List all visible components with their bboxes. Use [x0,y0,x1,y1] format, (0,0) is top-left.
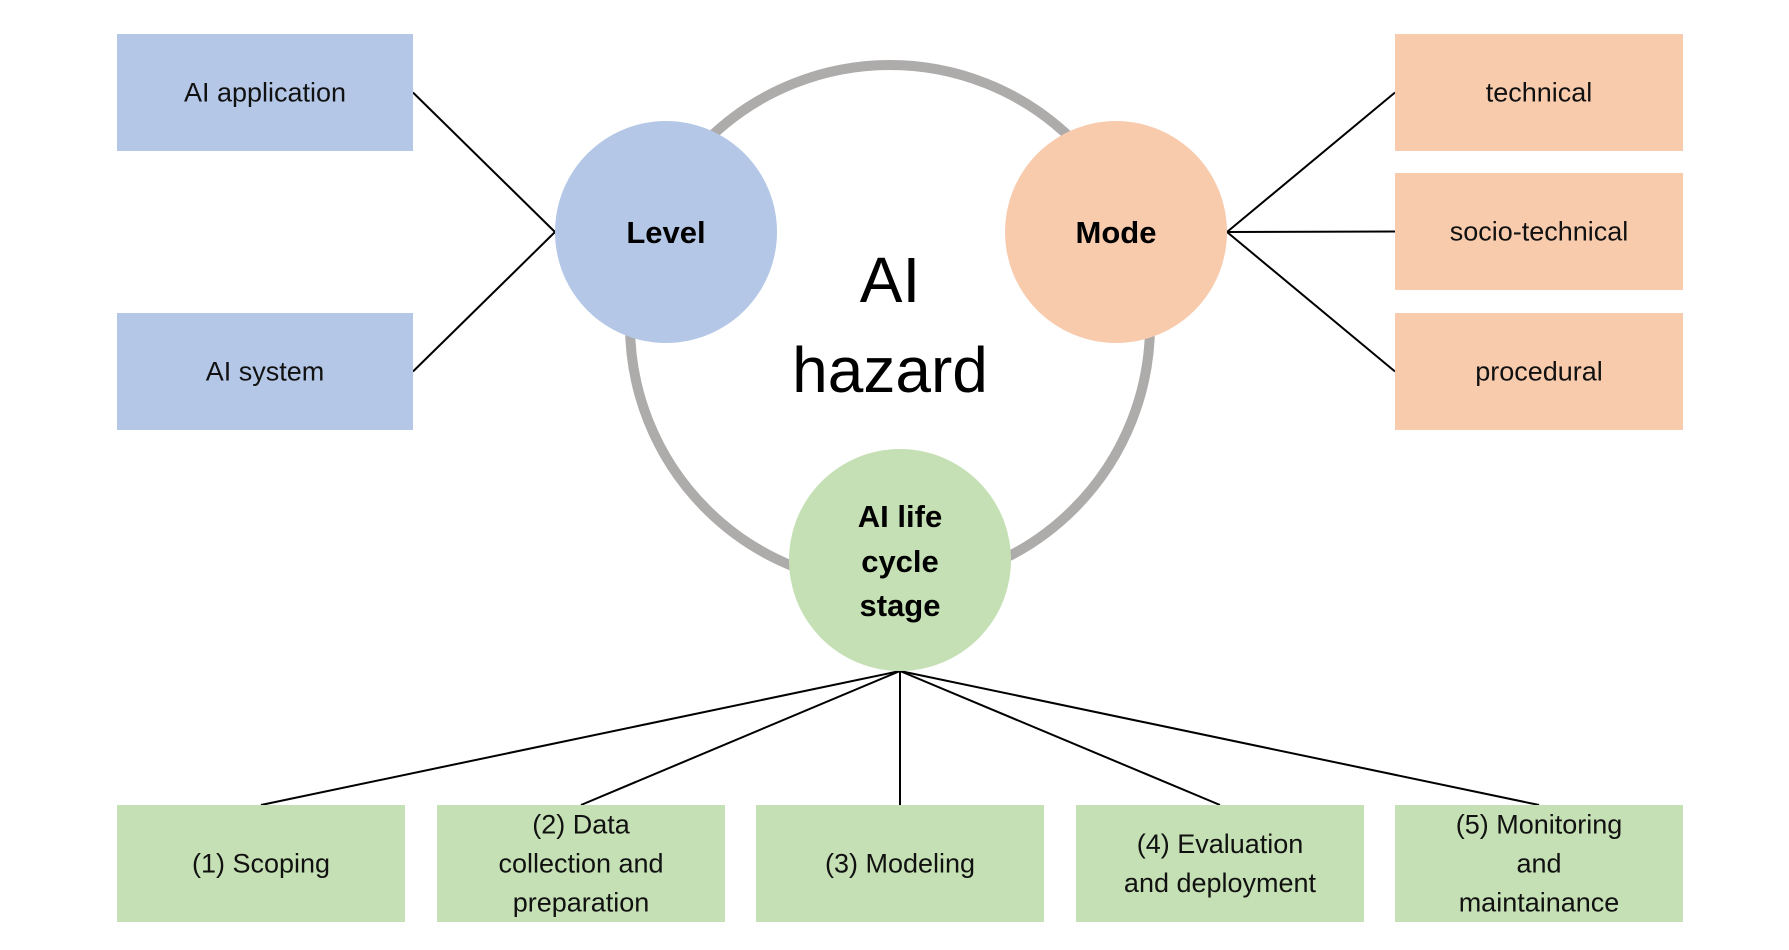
mode-box-1 [1395,34,1683,151]
stage-box-4 [1076,805,1364,922]
stage-box-1-label-line-1: (1) Scoping [192,849,330,879]
center-title-line-2: hazard [792,334,988,406]
stage-box-5-label-line-3: maintainance [1459,888,1620,918]
stage-box-1 [117,805,405,922]
stage-box-5-label-line-1: (5) Monitoring [1456,810,1623,840]
mode-circle [1005,121,1227,343]
level-box-1 [117,34,413,151]
level-connector-2 [412,231,556,373]
mode-box-1-label: technical [1486,78,1593,108]
stage-connector-4 [899,670,1221,806]
stage-box-2-label-line-2: collection and [498,849,663,879]
lifecycle-stage-boxes: (1) Scoping (2) Data collection and prepara… [117,805,1683,922]
level-box-2-label: AI system [206,357,325,387]
mode-box-3-label: procedural [1475,357,1603,387]
stage-box-5 [1395,805,1683,922]
mode-boxes: technical socio-technical procedural [1395,34,1683,430]
mode-box-2-label: socio-technical [1450,217,1629,247]
stage-box-3-label-line-1: (3) Modeling [825,849,975,879]
level-connector-1 [412,91,556,233]
stage-connector-2 [580,670,901,806]
center-title-line-1: AI [860,244,920,316]
stage-connector-1 [260,670,901,806]
stage-box-4-label-line-1: (4) Evaluation [1137,829,1304,859]
lifecycle-circle-label-line-1: AI life [858,499,942,534]
level-circle-label: Level [626,215,705,250]
connector-lines [260,91,1540,806]
stage-connector-5 [899,670,1540,806]
stage-box-2-label-line-1: (2) Data [532,810,631,840]
mode-connector-2 [1226,230,1396,233]
mode-box-3 [1395,313,1683,430]
level-boxes: AI application AI system [117,34,413,430]
level-circle [555,121,777,343]
mode-connector-3 [1226,231,1396,373]
lifecycle-circle-label-line-3: stage [860,588,941,623]
level-box-2 [117,313,413,430]
stage-box-2-label-line-3: preparation [513,888,650,918]
mode-connector-1 [1226,91,1396,233]
lifecycle-circle-label-line-2: cycle [861,544,939,579]
mode-box-2 [1395,173,1683,290]
lifecycle-circle [789,449,1011,671]
stage-box-2 [437,805,725,922]
level-box-1-label: AI application [184,78,346,108]
stage-box-5-label-line-2: and [1516,849,1561,879]
mode-circle-label: Mode [1076,215,1157,250]
stage-box-3 [756,805,1044,922]
stage-box-4-label-line-2: and deployment [1124,868,1317,898]
